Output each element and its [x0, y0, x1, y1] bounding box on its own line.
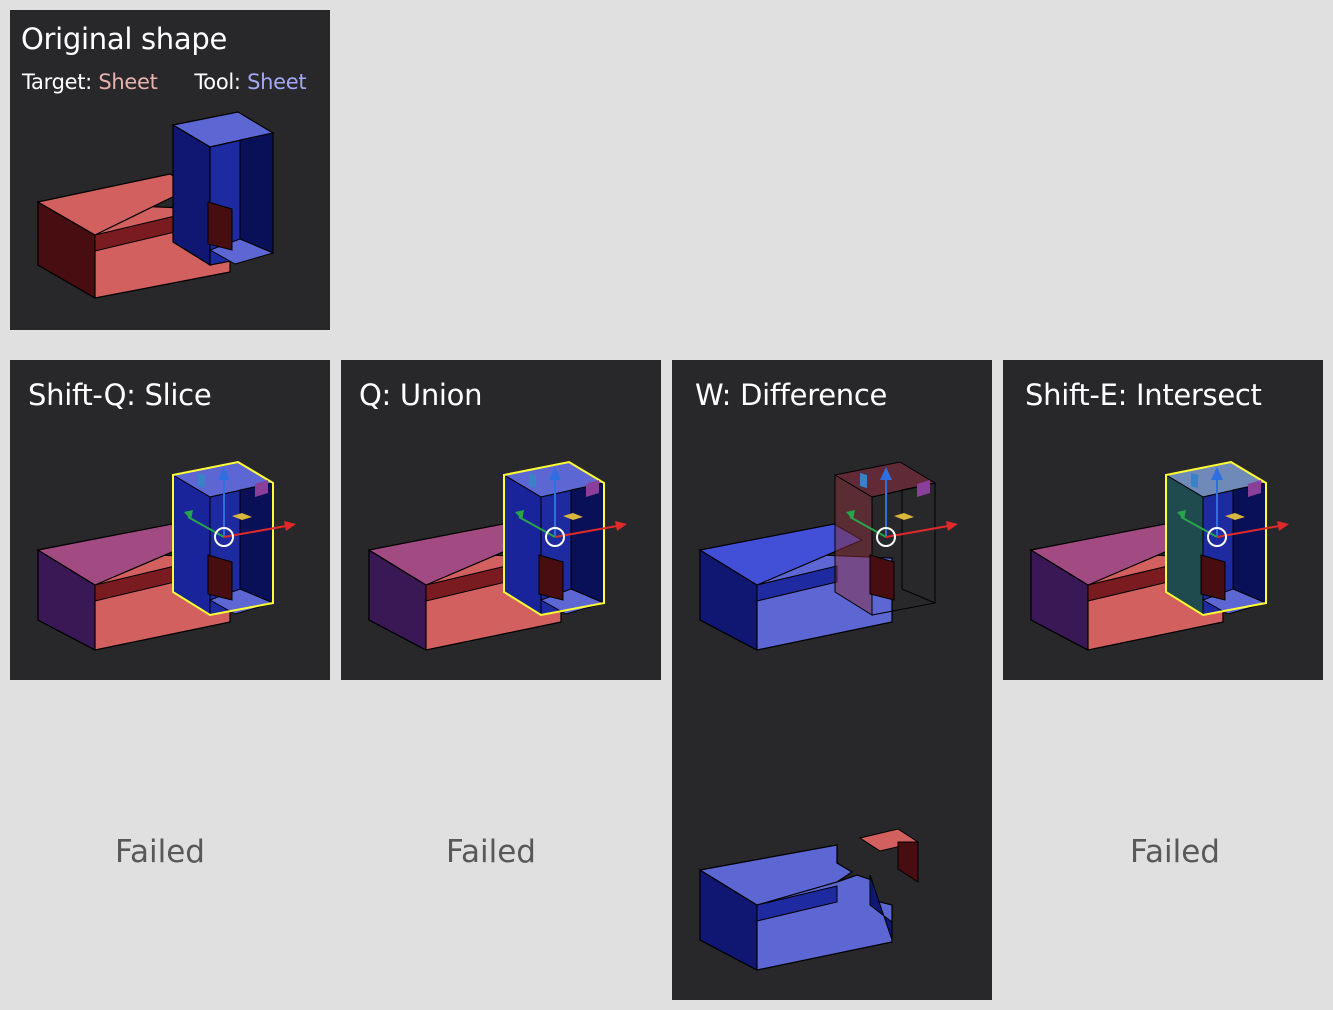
original-shape-diagram — [36, 111, 275, 300]
slice-failed-label: Failed — [115, 834, 205, 870]
union-diagram — [367, 460, 628, 651]
slice-panel: Shift-Q: Slice — [10, 360, 330, 680]
union-title: Q: Union — [359, 378, 483, 412]
intersect-failed-label: Failed — [1130, 834, 1220, 870]
original-shape-title: Original shape — [21, 22, 228, 56]
difference-diagram — [698, 461, 959, 971]
slice-diagram — [36, 460, 297, 651]
union-failed-label: Failed — [446, 834, 536, 870]
intersect-diagram — [1029, 460, 1290, 651]
tool-label: Tool: — [194, 70, 241, 94]
difference-title: W: Difference — [695, 378, 888, 412]
intersect-title: Shift-E: Intersect — [1025, 378, 1262, 412]
tool-value: Sheet — [247, 70, 307, 94]
difference-panel: W: Difference — [672, 360, 992, 1000]
original-shape-panel: Original shape Target: Sheet Tool: Sheet — [10, 10, 330, 330]
slice-title: Shift-Q: Slice — [28, 378, 212, 412]
union-panel: Q: Union — [341, 360, 661, 680]
original-shape-legend: Target: Sheet Tool: Sheet — [22, 70, 307, 94]
target-label: Target: — [22, 70, 92, 94]
target-value: Sheet — [98, 70, 158, 94]
intersect-panel: Shift-E: Intersect — [1003, 360, 1323, 680]
